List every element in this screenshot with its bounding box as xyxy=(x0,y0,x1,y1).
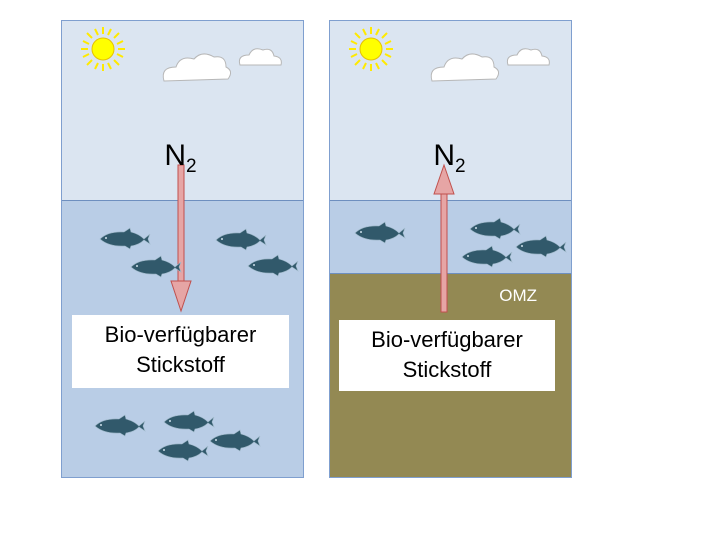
molecule-label: N2 xyxy=(164,139,197,177)
bioavailable-nitrogen-box: Bio-verfügbarer Stickstoff xyxy=(72,315,289,388)
fish-icon xyxy=(209,429,261,452)
left-illustration xyxy=(81,27,299,462)
sun-icon xyxy=(81,27,125,71)
fish-icon xyxy=(469,217,521,240)
molecule-label: N2 xyxy=(433,139,466,177)
sun-icon xyxy=(349,27,393,71)
box-line-2: Stickstoff xyxy=(402,357,492,382)
right-illustration xyxy=(349,27,567,313)
box-line-2: Stickstoff xyxy=(136,352,225,377)
cloud-icon xyxy=(430,48,550,82)
box-line-1: Bio-verfügbarer xyxy=(104,322,257,347)
fish-icon xyxy=(215,228,267,251)
bioavailable-nitrogen-box: Bio-verfügbarer Stickstoff xyxy=(339,320,555,391)
fish-icon xyxy=(94,414,146,437)
fish-school xyxy=(354,217,567,268)
panel-nitrogen-fixation: N2 Bio-verfügbarer Stickstoff xyxy=(61,20,304,478)
arrow-down-icon xyxy=(170,164,192,313)
panel-denitrification-omz: OMZ N2 Bio-verfügbare xyxy=(329,20,572,478)
omz-label: OMZ xyxy=(499,286,537,305)
cloud-icon xyxy=(162,48,282,82)
fish-icon xyxy=(354,221,406,244)
box-line-1: Bio-verfügbarer xyxy=(371,327,523,352)
fish-school-upper xyxy=(99,227,299,278)
fish-icon xyxy=(461,245,513,268)
fish-school-lower xyxy=(94,410,261,462)
fish-icon xyxy=(157,439,209,462)
fish-icon xyxy=(515,235,567,258)
fish-icon xyxy=(130,255,182,278)
fish-icon xyxy=(99,227,151,250)
fish-icon xyxy=(163,410,215,433)
fish-icon xyxy=(247,254,299,277)
arrow-up-icon xyxy=(433,163,455,313)
